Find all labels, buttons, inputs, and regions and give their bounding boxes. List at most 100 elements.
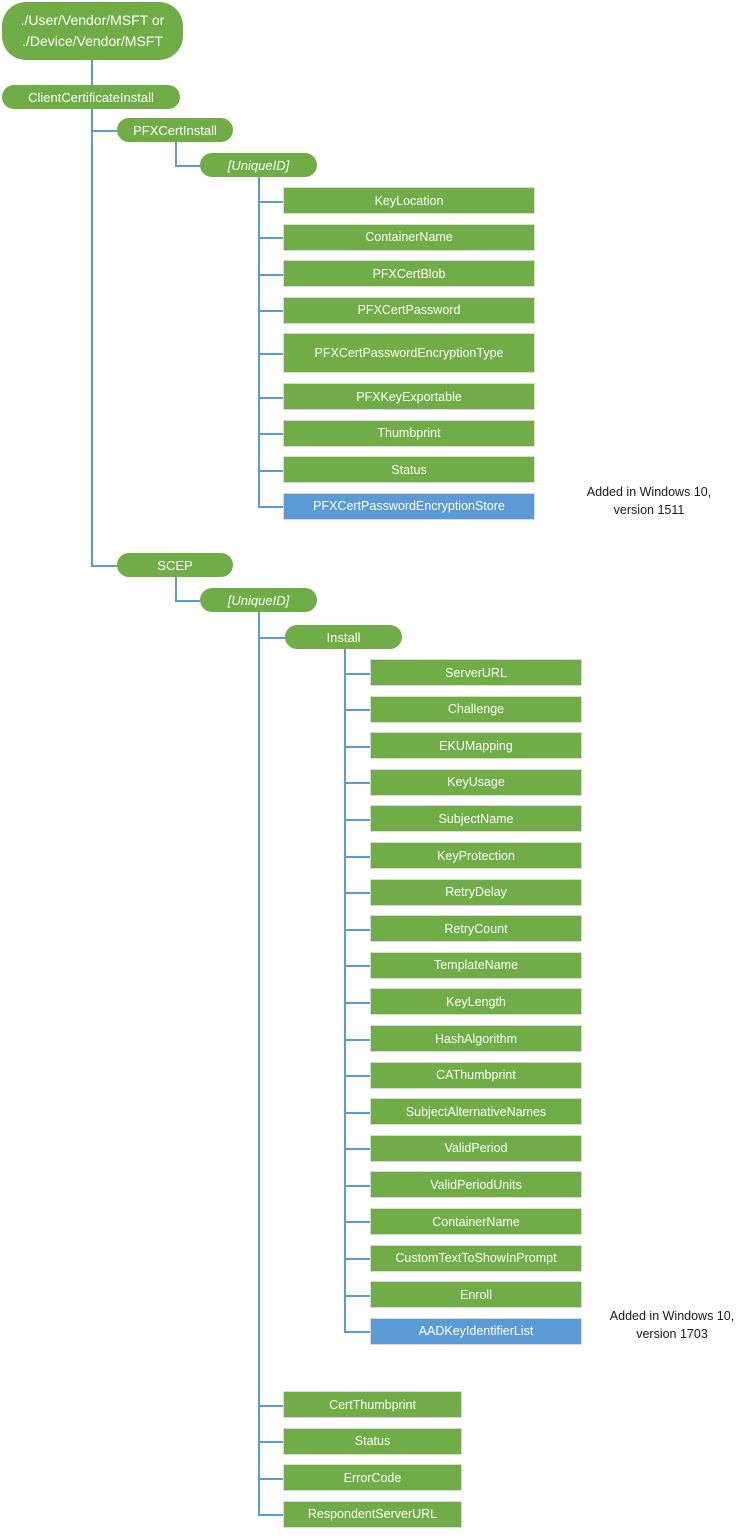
node-install-aadkeyidentifierlist[interactable]: AADKeyIdentifierList bbox=[370, 1317, 582, 1345]
node-label: AADKeyIdentifierList bbox=[418, 1324, 534, 1339]
node-install-validperiodunits[interactable]: ValidPeriodUnits bbox=[370, 1171, 582, 1199]
connector-root-to-clientcertificateinstall bbox=[91, 60, 93, 85]
node-install-enroll[interactable]: Enroll bbox=[370, 1281, 582, 1309]
node-label: ContainerName bbox=[432, 1214, 520, 1229]
node-install-cathumbprint[interactable]: CAThumbprint bbox=[370, 1061, 582, 1089]
connector-to-pfxcertinstall bbox=[91, 130, 117, 132]
node-pfxcertinstall[interactable]: PFXCertInstall bbox=[117, 118, 233, 142]
node-scep-install[interactable]: Install bbox=[285, 625, 402, 649]
connector-pfxcertinstall-elbow bbox=[175, 165, 200, 167]
node-pfxcertinstall-uniqueid[interactable]: [UniqueID] bbox=[200, 153, 317, 177]
node-install-retrycount[interactable]: RetryCount bbox=[370, 915, 582, 943]
connector-scep-stub bbox=[258, 1405, 283, 1407]
node-install-serverurl[interactable]: ServerURL bbox=[370, 659, 582, 686]
node-pfx-thumbprint[interactable]: Thumbprint bbox=[283, 419, 535, 447]
node-pfx-pfxkeyexportable[interactable]: PFXKeyExportable bbox=[283, 383, 535, 410]
node-label: SubjectAlternativeNames bbox=[405, 1104, 547, 1119]
node-label: KeyLength bbox=[446, 994, 506, 1009]
node-clientcertificateinstall[interactable]: ClientCertificateInstall bbox=[2, 85, 180, 109]
connector-install-stub bbox=[344, 819, 370, 821]
node-scep-uniqueid[interactable]: [UniqueID] bbox=[200, 588, 317, 612]
node-scep-uniqueid-label: [UniqueID] bbox=[227, 592, 290, 608]
connector-pfx-stub bbox=[258, 201, 283, 203]
node-label: RetryDelay bbox=[445, 885, 507, 900]
note-added-1511: Added in Windows 10, version 1511 bbox=[586, 485, 712, 517]
node-install-validperiod[interactable]: ValidPeriod bbox=[370, 1134, 582, 1162]
connector-scep-stub bbox=[258, 1478, 283, 1480]
node-label: KeyProtection bbox=[437, 848, 515, 863]
node-root-label: ./User/Vendor/MSFT or ./Device/Vendor/MS… bbox=[20, 12, 165, 49]
node-root[interactable]: ./User/Vendor/MSFT or ./Device/Vendor/MS… bbox=[2, 2, 183, 60]
connector-scep-down bbox=[175, 577, 177, 600]
node-pfx-keylocation[interactable]: KeyLocation bbox=[283, 187, 535, 214]
connector-install-stub bbox=[344, 709, 370, 711]
connector-pfx-stub bbox=[258, 506, 283, 508]
connector-pfx-stub bbox=[258, 310, 283, 312]
node-pfxcertinstall-uniqueid-label: [UniqueID] bbox=[227, 157, 290, 173]
connector-level1-trunk bbox=[91, 109, 93, 565]
connector-install-stub bbox=[344, 892, 370, 894]
node-scep-errorcode[interactable]: ErrorCode bbox=[283, 1464, 462, 1492]
node-install-keylength[interactable]: KeyLength bbox=[370, 988, 582, 1016]
node-install-customtexttoshowinprompt[interactable]: CustomTextToShowInPrompt bbox=[370, 1244, 582, 1272]
node-label: HashAlgorithm bbox=[435, 1031, 517, 1046]
connector-install-stub bbox=[344, 1295, 370, 1297]
node-label: CertThumbprint bbox=[329, 1397, 416, 1412]
node-install-challenge[interactable]: Challenge bbox=[370, 695, 582, 723]
node-pfx-pfxcertpasswordencryptionstore[interactable]: PFXCertPasswordEncryptionStore bbox=[283, 492, 535, 520]
node-scep-install-label: Install bbox=[326, 629, 361, 645]
connector-install-stub bbox=[344, 929, 370, 931]
node-label: PFXCertPasswordEncryptionType bbox=[314, 346, 504, 361]
node-label: RetryCount bbox=[444, 921, 508, 936]
connector-install-stub bbox=[344, 1331, 370, 1333]
connector-install-stub bbox=[344, 1221, 370, 1223]
node-label: ValidPeriod bbox=[444, 1141, 508, 1156]
node-scep-label: SCEP bbox=[157, 557, 193, 573]
connector-pfx-stub bbox=[258, 237, 283, 239]
connector-install-stub bbox=[344, 1112, 370, 1114]
node-install-keyusage[interactable]: KeyUsage bbox=[370, 768, 582, 796]
node-label: RespondentServerURL bbox=[307, 1507, 438, 1522]
node-label: EKUMapping bbox=[439, 738, 513, 753]
node-install-hashalgorithm[interactable]: HashAlgorithm bbox=[370, 1025, 582, 1052]
node-install-subjectname[interactable]: SubjectName bbox=[370, 805, 582, 833]
connector-install-stub bbox=[344, 1148, 370, 1150]
connector-pfx-stub bbox=[258, 397, 283, 399]
node-label: KeyUsage bbox=[447, 775, 505, 790]
node-install-templatename[interactable]: TemplateName bbox=[370, 951, 582, 979]
node-scep-status[interactable]: Status bbox=[283, 1427, 462, 1455]
connector-pfx-stub bbox=[258, 353, 283, 355]
node-scep-certthumbprint[interactable]: CertThumbprint bbox=[283, 1391, 462, 1418]
node-scep[interactable]: SCEP bbox=[117, 553, 233, 577]
connector-install-stub bbox=[344, 1258, 370, 1260]
node-label: Challenge bbox=[447, 702, 505, 717]
connector-install-stub bbox=[344, 1185, 370, 1187]
node-install-retrydelay[interactable]: RetryDelay bbox=[370, 878, 582, 906]
node-label: PFXCertBlob bbox=[372, 266, 446, 281]
node-label: PFXCertPasswordEncryptionStore bbox=[313, 499, 505, 514]
node-pfx-containername[interactable]: ContainerName bbox=[283, 223, 535, 251]
node-label: CustomTextToShowInPrompt bbox=[395, 1251, 557, 1266]
node-pfx-pfxcertpassword[interactable]: PFXCertPassword bbox=[283, 296, 535, 324]
connector-install-stub bbox=[344, 746, 370, 748]
node-scep-respondentserverurl[interactable]: RespondentServerURL bbox=[283, 1500, 462, 1528]
connector-install-stub bbox=[344, 1002, 370, 1004]
note-added-1703: Added in Windows 10, version 1703 bbox=[609, 1309, 735, 1341]
node-pfx-pfxcertpasswordencryptiontype[interactable]: PFXCertPasswordEncryptionType bbox=[283, 333, 535, 374]
node-label: ContainerName bbox=[365, 230, 453, 245]
connector-scep-stub bbox=[258, 1441, 283, 1443]
connector-pfx-stub bbox=[258, 470, 283, 472]
node-pfxcertinstall-label: PFXCertInstall bbox=[133, 122, 217, 138]
node-install-keyprotection[interactable]: KeyProtection bbox=[370, 842, 582, 869]
node-install-subjectalternativenames[interactable]: SubjectAlternativeNames bbox=[370, 1098, 582, 1126]
connector-scep-trunk bbox=[258, 612, 260, 1516]
node-install-containername[interactable]: ContainerName bbox=[370, 1208, 582, 1235]
connector-to-scep bbox=[91, 565, 117, 567]
node-label: Status bbox=[391, 462, 427, 477]
node-install-ekumapping[interactable]: EKUMapping bbox=[370, 732, 582, 760]
node-clientcertificateinstall-label: ClientCertificateInstall bbox=[28, 89, 154, 105]
connector-install-stub bbox=[344, 1075, 370, 1077]
node-pfx-status[interactable]: Status bbox=[283, 456, 535, 484]
node-pfx-pfxcertblob[interactable]: PFXCertBlob bbox=[283, 260, 535, 288]
